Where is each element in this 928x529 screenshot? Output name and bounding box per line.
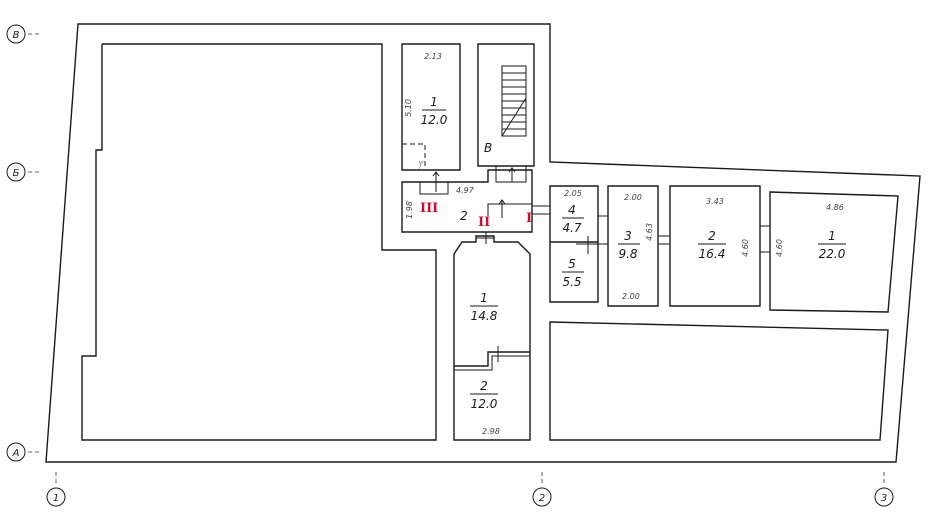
entrance-marker-3: III: [420, 201, 438, 216]
room-1-right-width: 4.86: [826, 203, 844, 212]
stair-wall: [477, 43, 535, 167]
mid-partition: [454, 351, 530, 367]
axis-label-1: 1: [53, 493, 59, 504]
room-1-right-height: 4.60: [775, 239, 784, 257]
axis-bubble-3: [874, 487, 894, 507]
room-4-number: 4: [568, 203, 576, 217]
room-1-mid-area: 14.8: [471, 309, 498, 323]
axis-bubble-v: [6, 24, 26, 44]
room-1-top-area: 12.0: [421, 113, 448, 127]
axis-bubble-1: [46, 487, 66, 507]
left-hall-wall: [81, 43, 437, 441]
stair-icon: [501, 65, 527, 137]
room-2-right-width: 3.43: [706, 197, 724, 206]
room-1-top-wall: [401, 43, 461, 171]
room-4-area: 4.7: [562, 221, 581, 235]
outer-wall: [45, 23, 921, 463]
axis-grid: В Б А 1 2 3: [6, 24, 894, 507]
room-1-right-wall: [769, 191, 899, 313]
room-2-right-wall: [669, 185, 761, 307]
room-2-mid-area: 12.0: [471, 397, 498, 411]
entrance-marker-1: I: [526, 211, 532, 226]
room-5-number: 5: [568, 257, 576, 271]
room-1-top-number: 1: [430, 95, 438, 109]
room-1-mid-number: 1: [480, 291, 488, 305]
room-3-area: 9.8: [618, 247, 637, 261]
corridor-width: 4.97: [456, 186, 475, 195]
room-4-5-wall: [549, 185, 599, 303]
room-4-width: 2.05: [564, 189, 582, 198]
corridor-height: 1.98: [405, 201, 414, 219]
axis-label-2: 2: [539, 493, 545, 504]
room-3-number: 3: [624, 229, 632, 243]
room-2-right-number: 2: [708, 229, 716, 243]
axis-label-3: 3: [881, 493, 887, 504]
room-3-wall: [607, 185, 659, 307]
room-1-right-number: 1: [828, 229, 836, 243]
room-2-right-height: 4.60: [741, 239, 750, 257]
axis-label-a: А: [12, 448, 20, 459]
axis-bubble-b: [6, 162, 26, 182]
corridor-partition: [487, 203, 532, 216]
entrance-marker-2: II: [478, 215, 490, 230]
corridor-number: 2: [460, 209, 468, 223]
room-3-height: 4.63: [645, 223, 654, 241]
room-3-width-bottom: 2.00: [622, 292, 640, 301]
room-2-mid-number: 2: [480, 379, 488, 393]
sink-icon: ᛘ: [417, 160, 424, 171]
axis-label-v: В: [13, 30, 20, 41]
room-2-right-area: 16.4: [699, 247, 726, 261]
room-5-area: 5.5: [562, 275, 581, 289]
axis-label-b: Б: [13, 168, 20, 179]
stair-landing: [495, 166, 527, 183]
room-2-mid-width: 2.98: [482, 427, 500, 436]
stair-label: В: [484, 141, 492, 155]
room-1-top-height: 5.10: [404, 99, 413, 117]
room-1-top-width: 2.13: [424, 52, 442, 61]
corridor-niche: [419, 182, 449, 195]
axis-bubble-2: [532, 487, 552, 507]
lower-right-room-wall: [549, 321, 889, 441]
axis-bubble-a: [6, 442, 26, 462]
room-3-width-top: 2.00: [624, 193, 642, 202]
room-1-right-area: 22.0: [819, 247, 846, 261]
